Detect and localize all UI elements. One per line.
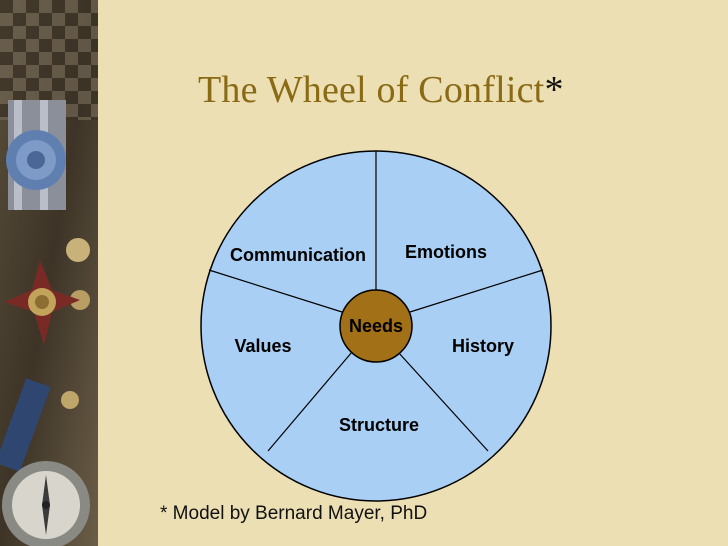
wheel-divider-lower-right	[397, 351, 489, 452]
segment-label-emotions: Emotions	[405, 242, 487, 262]
slide-title-text: The Wheel of Conflict	[198, 69, 545, 111]
slide-title: The Wheel of Conflict*	[198, 68, 564, 112]
wheel-divider-right	[409, 269, 544, 313]
segment-label-communication: Communication	[230, 245, 366, 265]
wheel-hub	[339, 289, 413, 363]
ribbon-medal-icon	[6, 100, 66, 210]
compass-icon	[2, 461, 90, 546]
decorative-photo-strip	[0, 0, 98, 546]
cross-medal-icon	[4, 260, 80, 345]
segment-label-values: Values	[234, 336, 291, 356]
title-footnote-marker: *	[544, 69, 564, 111]
wheel-divider-lower-left	[267, 351, 353, 452]
wheel-divider-left	[208, 269, 343, 313]
hub-label: Needs	[349, 316, 403, 336]
segment-label-structure: Structure	[339, 415, 419, 435]
footnote: * Model by Bernard Mayer, PhD	[160, 503, 428, 524]
segment-label-history: History	[452, 336, 514, 356]
